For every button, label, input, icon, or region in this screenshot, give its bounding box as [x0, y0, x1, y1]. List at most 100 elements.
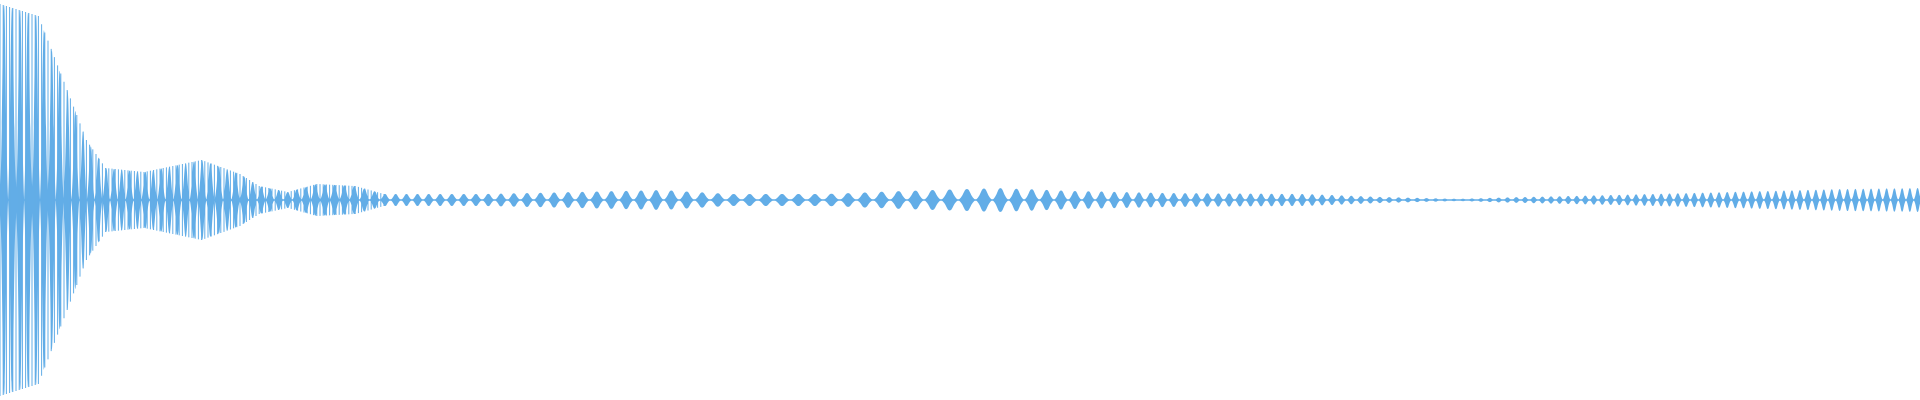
waveform-pulse	[390, 194, 402, 206]
waveform-pulse	[1665, 193, 1674, 207]
waveform-pulse	[1276, 193, 1287, 207]
waveform-pulse	[806, 194, 824, 206]
waveform-pulse	[1336, 195, 1347, 205]
waveform-pulse	[39, 30, 48, 370]
waveform-pulse	[1449, 198, 1459, 202]
waveform-pulse	[1494, 197, 1504, 203]
waveform-pulse	[561, 192, 576, 208]
waveform-pulse	[198, 160, 207, 240]
waveform-pulse	[214, 166, 224, 234]
waveform-pulse	[1843, 188, 1852, 212]
waveform-pulse	[618, 190, 634, 210]
waveform-pulse	[1529, 196, 1539, 204]
waveform-pulse	[1690, 192, 1699, 208]
waveform-pulse	[1467, 198, 1477, 202]
waveform-pulse	[533, 192, 548, 208]
waveform-pulse	[310, 184, 321, 216]
waveform-pulse	[507, 193, 521, 207]
waveform-pulse	[257, 186, 266, 214]
waveform-pulse	[1081, 191, 1096, 209]
waveform-pulse	[1555, 196, 1564, 204]
waveform-pulse	[1476, 198, 1486, 202]
waveform-pulse	[1365, 196, 1376, 204]
waveform-pulse	[1403, 197, 1413, 203]
waveform-pulse	[1053, 190, 1069, 210]
waveform-pulse	[1384, 197, 1394, 203]
waveform-pulse	[1190, 193, 1202, 207]
waveform-pulse	[1882, 188, 1891, 212]
waveform-pulse	[32, 15, 40, 385]
waveform-pulse	[1673, 193, 1682, 207]
waveform-pulse	[1631, 194, 1641, 206]
waveform-pulse	[1421, 198, 1432, 202]
waveform-pulse	[1485, 197, 1495, 203]
waveform-pulse	[906, 190, 925, 210]
waveform-pulse	[1827, 189, 1836, 211]
waveform-pulse	[379, 194, 391, 206]
waveform-pulse	[292, 189, 302, 211]
waveform-pulse	[1511, 197, 1521, 203]
waveform-pulse	[1698, 192, 1707, 208]
waveform-pulse	[329, 184, 340, 216]
waveform-pulse	[411, 194, 424, 206]
waveform-pulse	[589, 191, 605, 209]
waveform-pulse	[1375, 196, 1385, 204]
waveform-pulse	[633, 190, 649, 210]
waveform-pulse	[1520, 196, 1530, 204]
waveform-pulse	[141, 171, 150, 229]
waveform-pulse	[1179, 193, 1191, 207]
waveform-pulse	[958, 188, 976, 212]
waveform-pulse	[1356, 196, 1366, 204]
waveform-pulse	[231, 172, 240, 228]
waveform-pulse	[1681, 193, 1691, 207]
waveform-pulse	[1581, 195, 1590, 205]
waveform-pulse	[790, 194, 807, 206]
waveform-pulse	[694, 192, 710, 208]
waveform-pulse	[773, 194, 791, 206]
waveform-pulse	[423, 194, 435, 206]
waveform-pulse	[1008, 188, 1025, 212]
waveform-pulse	[1412, 197, 1422, 203]
waveform-pulse	[890, 191, 907, 209]
waveform-pulse	[1657, 193, 1666, 207]
waveform-pulse	[1771, 190, 1780, 210]
waveform-pulse	[547, 192, 562, 208]
waveform-pulse	[1803, 189, 1812, 211]
waveform-pulse	[1108, 191, 1121, 209]
waveform-pulse	[1890, 188, 1899, 212]
waveform-pulse	[575, 191, 590, 209]
waveform-pulse	[1563, 196, 1573, 204]
waveform-pulse	[86, 146, 95, 254]
waveform-pulse	[975, 188, 993, 212]
waveform-pulse	[71, 111, 80, 289]
waveform-pulse	[1898, 188, 1907, 212]
waveform-pulse	[482, 193, 495, 207]
waveform-pulse	[725, 194, 742, 206]
waveform-pulse	[1120, 192, 1133, 208]
waveform-pulse	[1317, 194, 1328, 206]
waveform-pulse	[1156, 192, 1169, 208]
waveform-pulse	[1307, 194, 1318, 206]
waveform-pulse	[941, 189, 959, 211]
waveform-pulse	[1615, 194, 1624, 206]
waveform-pulse	[1245, 193, 1256, 207]
waveform-pulse	[401, 194, 412, 206]
waveform-pulse	[1503, 197, 1512, 203]
waveform-pulse	[457, 194, 470, 206]
waveform-pulse	[1255, 193, 1267, 207]
waveform-pulse	[1538, 196, 1547, 204]
waveform-pulse	[873, 191, 891, 209]
waveform-pulse	[24, 12, 33, 388]
waveform-pulse	[663, 190, 679, 210]
waveform-pulse	[239, 176, 249, 224]
waveform-pulse	[94, 157, 103, 243]
waveform-pulse	[1266, 193, 1277, 207]
waveform-pulse	[1095, 191, 1109, 209]
waveform-pulse	[1787, 190, 1796, 210]
waveform-pulse	[125, 170, 134, 230]
waveform-pulse	[1763, 190, 1772, 210]
waveform-pulse	[1327, 195, 1337, 205]
waveform-pulse	[339, 185, 350, 215]
